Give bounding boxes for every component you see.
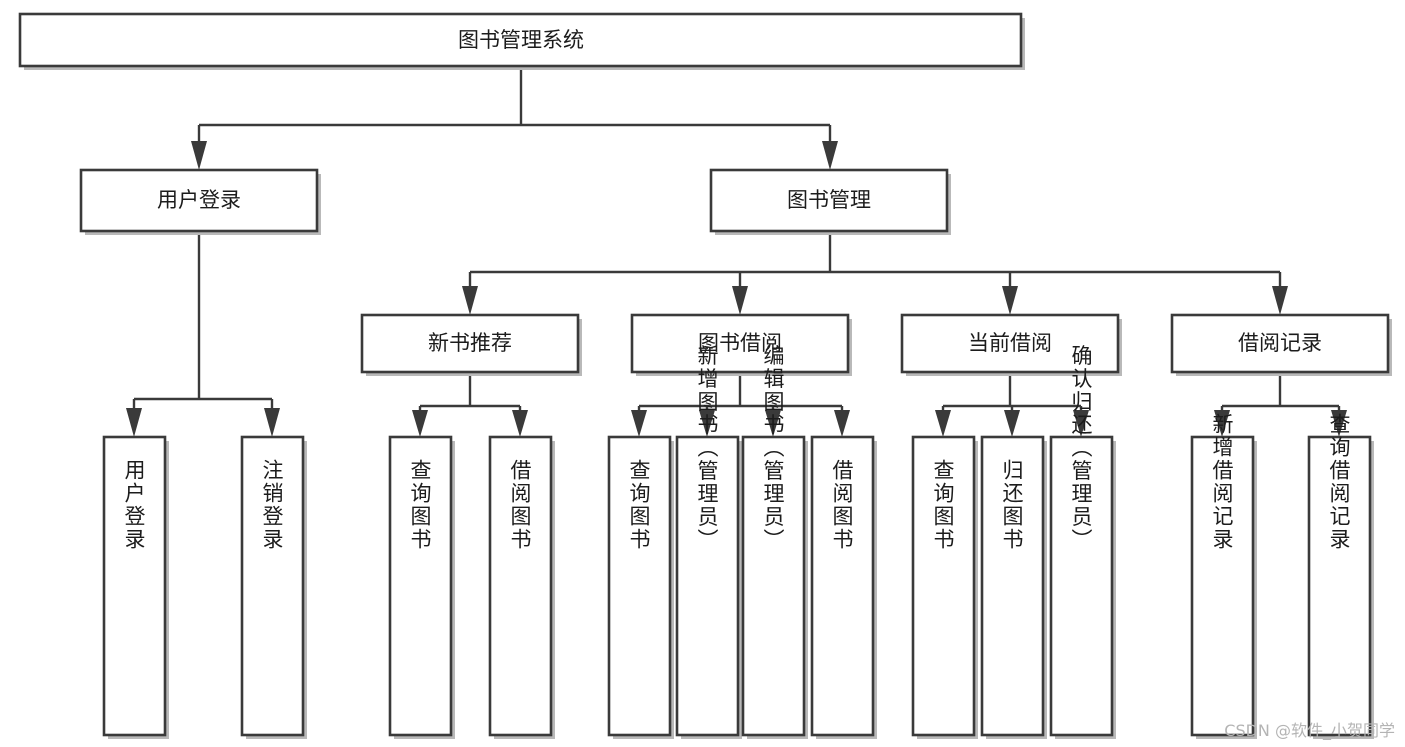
leaf-label: 查询图书 xyxy=(627,459,651,551)
node-current-borrow[interactable]: 当前借阅 xyxy=(900,313,1122,376)
leaf-borrow-record-1[interactable]: 新增借阅记录 xyxy=(1190,413,1257,739)
current-borrow-label: 当前借阅 xyxy=(968,331,1052,355)
new-book-recommend-label: 新书推荐 xyxy=(428,331,512,355)
leaf-label: 查询图书 xyxy=(931,459,955,551)
leaf-box xyxy=(607,435,672,737)
new-book-recommend-box xyxy=(360,313,580,374)
node-user-login[interactable]: 用户登录 xyxy=(79,168,321,235)
leaf-box xyxy=(1190,435,1255,737)
csdn-watermark: CSDN @软件_小贺同学 xyxy=(1224,721,1395,740)
leaf-box xyxy=(911,435,976,737)
leaf-label: 借阅图书 xyxy=(830,459,854,551)
arrow-root-to-book-mgmt xyxy=(822,141,838,170)
arrow-borrow-record-leaf-2 xyxy=(1331,410,1347,437)
book-management-label: 图书管理 xyxy=(787,188,871,212)
leaf-label: 编辑图书（管理员） xyxy=(761,345,785,552)
leaf-label: 注销登录 xyxy=(260,459,284,551)
leaf-borrow-record-2[interactable]: 查询借阅记录 xyxy=(1307,413,1374,739)
leaf-box xyxy=(1049,435,1114,737)
leaf-box xyxy=(1307,435,1372,737)
leaf-box xyxy=(741,435,806,737)
leaf-box xyxy=(102,435,167,737)
arrow-current-borrow-leaf-1 xyxy=(935,410,951,437)
current-borrow-box xyxy=(900,313,1120,374)
arrow-user-login-leaf-2 xyxy=(264,408,280,437)
leaf-label: 查询借阅记录 xyxy=(1327,413,1351,551)
leaf-current-borrow-2[interactable]: 归还图书 xyxy=(980,435,1047,739)
connector-layer xyxy=(126,68,1347,437)
leaf-book-borrow-1[interactable]: 查询图书 xyxy=(607,435,674,739)
leaf-current-borrow-3[interactable]: 确认归还（管理员） xyxy=(1049,345,1116,740)
arrow-book-mgmt-to-current-borrow xyxy=(1002,286,1018,315)
leaf-book-borrow-4[interactable]: 借阅图书 xyxy=(810,435,877,739)
arrow-user-login-leaf-1 xyxy=(126,408,142,437)
arrow-book-mgmt-to-borrow-record xyxy=(1272,286,1288,315)
leaf-label: 归还图书 xyxy=(1000,459,1024,551)
leaf-box xyxy=(388,435,453,737)
user-login-box xyxy=(79,168,319,233)
leaf-label: 新增借阅记录 xyxy=(1210,413,1234,551)
leaf-box xyxy=(980,435,1045,737)
arrow-current-borrow-leaf-2 xyxy=(1004,410,1020,437)
leaf-book-borrow-2[interactable]: 新增图书（管理员） xyxy=(675,345,742,740)
arrow-book-borrow-leaf-1 xyxy=(631,410,647,437)
leaf-box xyxy=(240,435,305,737)
leaf-label: 确认归还（管理员） xyxy=(1069,345,1093,552)
leaf-label: 查询图书 xyxy=(408,459,432,551)
leaf-label: 用户登录 xyxy=(122,459,146,551)
arrow-book-borrow-leaf-2 xyxy=(699,410,715,437)
root-box xyxy=(18,12,1023,68)
node-root[interactable]: 图书管理系统 xyxy=(18,12,1025,70)
arrow-borrow-record-leaf-1 xyxy=(1214,410,1230,437)
arrow-book-borrow-leaf-3 xyxy=(765,410,781,437)
leaf-user-login-2[interactable]: 注销登录 xyxy=(240,435,307,739)
borrow-record-box xyxy=(1170,313,1390,374)
leaf-label: 新增图书（管理员） xyxy=(695,345,719,552)
arrow-current-borrow-leaf-3 xyxy=(1073,410,1089,437)
leaf-book-borrow-3[interactable]: 编辑图书（管理员） xyxy=(741,345,808,740)
root-label: 图书管理系统 xyxy=(458,28,584,52)
book-borrow-label: 图书借阅 xyxy=(698,331,782,355)
leaf-new-book-2[interactable]: 借阅图书 xyxy=(488,435,555,739)
arrow-book-mgmt-to-new-book xyxy=(462,286,478,315)
arrow-new-book-leaf-1 xyxy=(412,410,428,437)
leaf-new-book-1[interactable]: 查询图书 xyxy=(388,435,455,739)
user-login-label: 用户登录 xyxy=(157,188,241,212)
leaf-user-login-1[interactable]: 用户登录 xyxy=(102,435,169,739)
arrow-book-mgmt-to-book-borrow xyxy=(732,286,748,315)
leaf-box xyxy=(488,435,553,737)
leaf-box xyxy=(675,435,740,737)
arrow-book-borrow-leaf-4 xyxy=(834,410,850,437)
arrow-root-to-user-login xyxy=(191,141,207,170)
node-borrow-record[interactable]: 借阅记录 xyxy=(1170,313,1392,376)
leaf-box xyxy=(810,435,875,737)
leaf-label: 借阅图书 xyxy=(508,459,532,551)
book-borrow-box xyxy=(630,313,850,374)
node-book-borrow[interactable]: 图书借阅 xyxy=(630,313,852,376)
borrow-record-label: 借阅记录 xyxy=(1238,331,1322,355)
node-book-management[interactable]: 图书管理 xyxy=(709,168,951,235)
leaf-current-borrow-1[interactable]: 查询图书 xyxy=(911,435,978,739)
node-new-book-recommend[interactable]: 新书推荐 xyxy=(360,313,582,376)
book-management-box xyxy=(709,168,949,233)
arrow-new-book-leaf-2 xyxy=(512,410,528,437)
